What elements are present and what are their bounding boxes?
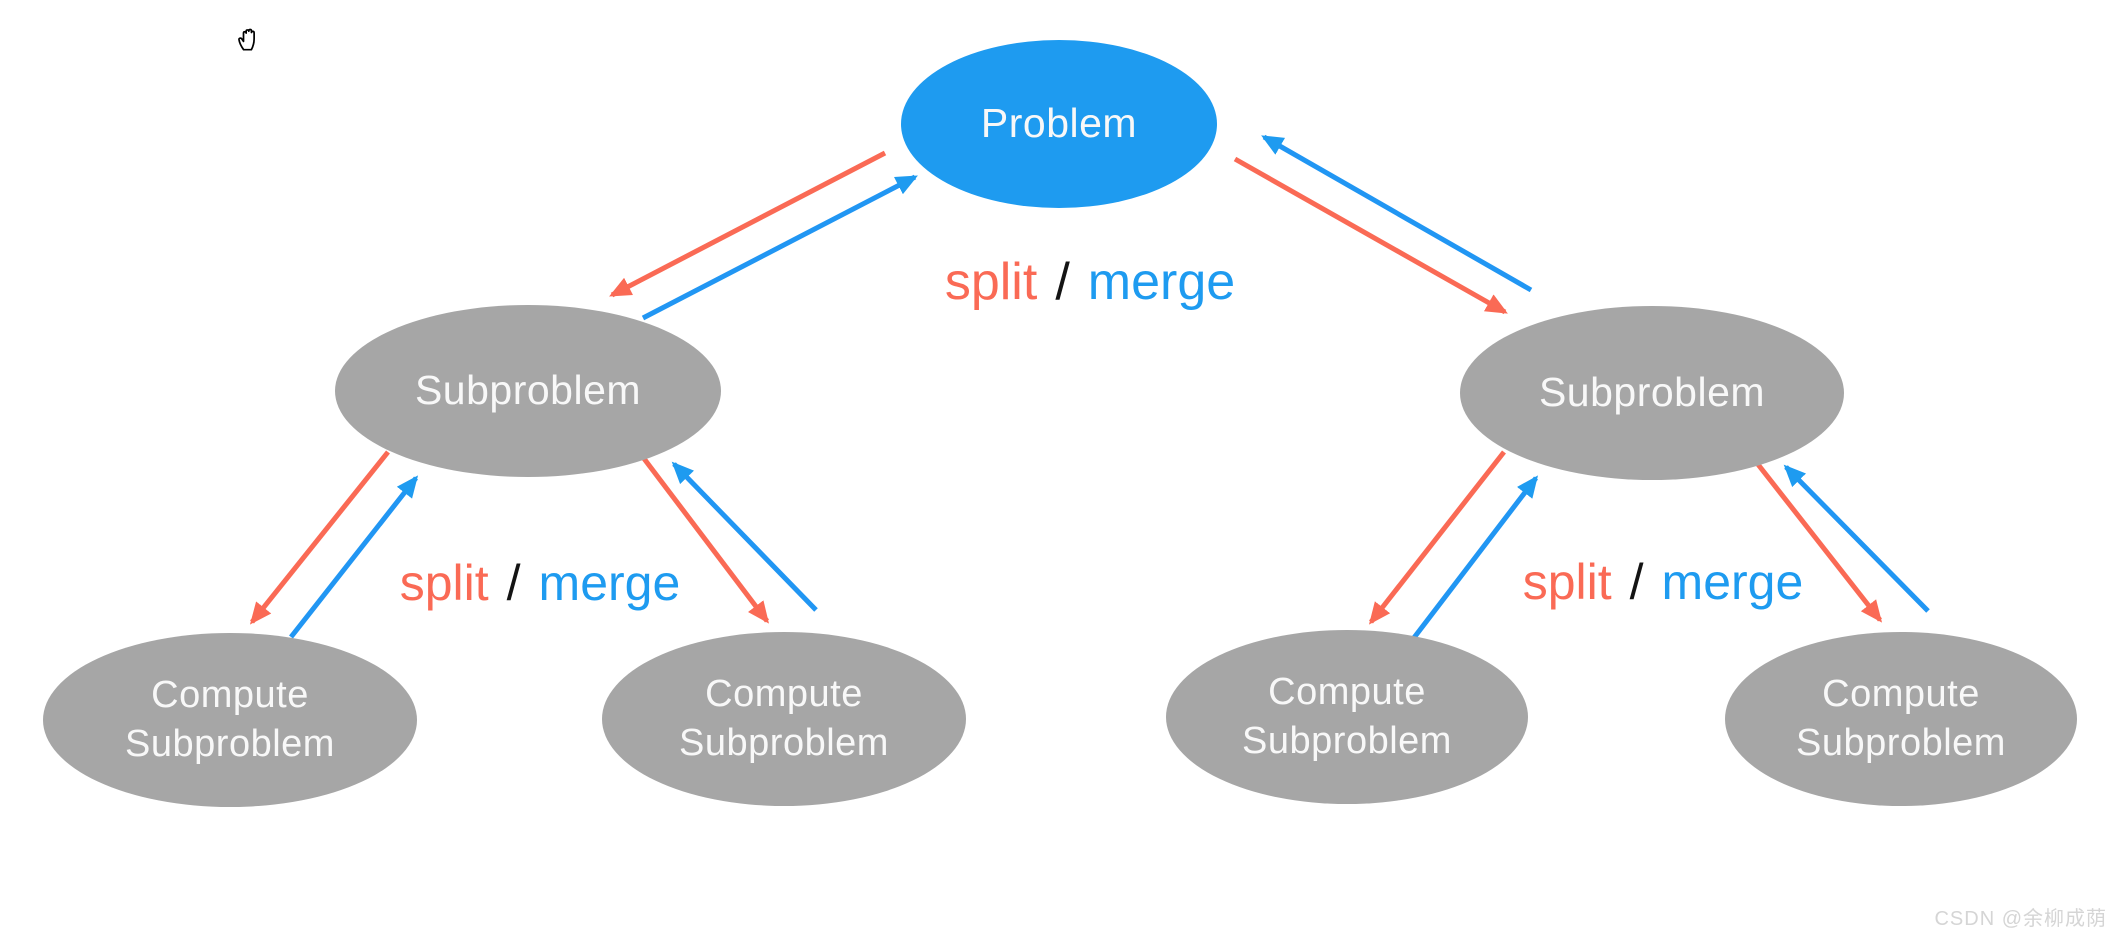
arrow-merge-right-sub-to-problem: [1261, 134, 1533, 293]
node-problem: Problem: [901, 40, 1217, 208]
split-word: split: [1522, 554, 1612, 610]
node-compute-4: Compute Subproblem: [1725, 632, 2077, 806]
arrow-merge-compute2-to-left-sub: [671, 461, 818, 612]
merge-word: merge: [1661, 554, 1804, 610]
split-merge-label-right: split / merge: [1523, 553, 1804, 611]
arrow-split-right-sub-to-compute4: [1751, 456, 1883, 623]
arrow-merge-compute4-to-right-sub: [1783, 464, 1930, 613]
slash-separator: /: [1055, 253, 1070, 311]
arrow-split-right-sub-to-compute3: [1368, 450, 1506, 625]
arrow-merge-left-sub-to-problem: [641, 174, 918, 321]
node-subproblem-right: Subproblem: [1460, 306, 1844, 480]
split-word: split: [399, 555, 489, 611]
split-merge-label-top: split / merge: [945, 252, 1235, 312]
slash-separator: /: [506, 555, 521, 611]
split-merge-label-left: split / merge: [400, 554, 681, 612]
arrow-split-problem-to-left-sub: [609, 150, 887, 298]
merge-word: merge: [538, 555, 681, 611]
node-subproblem-left: Subproblem: [335, 305, 721, 477]
arrow-split-left-sub-to-compute1: [249, 450, 390, 625]
node-compute-2: Compute Subproblem: [602, 632, 966, 806]
arrow-merge-compute3-to-right-sub: [1411, 475, 1539, 641]
arrow-split-problem-to-right-sub: [1233, 156, 1508, 315]
arrow-split-left-sub-to-compute2: [637, 450, 769, 624]
slash-separator: /: [1629, 554, 1644, 610]
arrow-merge-compute1-to-left-sub: [289, 475, 419, 639]
node-compute-1: Compute Subproblem: [43, 633, 417, 807]
split-word: split: [944, 253, 1038, 311]
grab-cursor-icon: [238, 28, 255, 51]
node-compute-3: Compute Subproblem: [1166, 630, 1528, 804]
merge-word: merge: [1087, 253, 1236, 311]
csdn-watermark: CSDN @余柳成荫: [1934, 908, 2107, 930]
